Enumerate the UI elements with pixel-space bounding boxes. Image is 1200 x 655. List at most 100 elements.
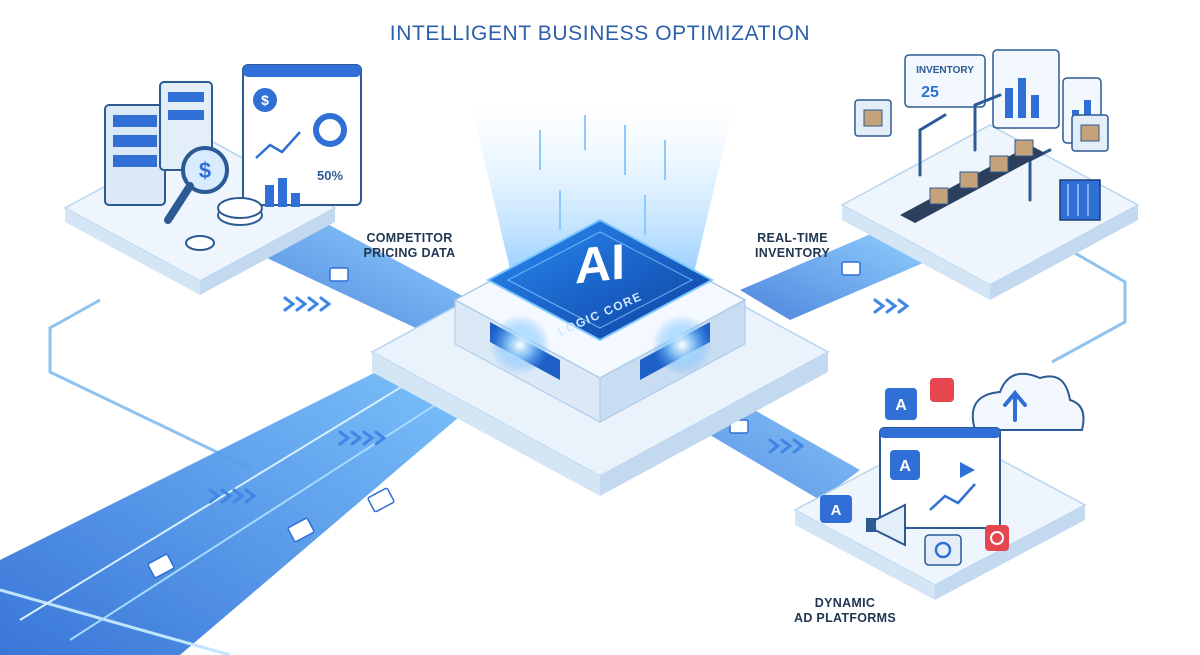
screen-titlebar bbox=[243, 65, 361, 77]
icon-tile bbox=[924, 534, 962, 566]
core-platform bbox=[370, 218, 830, 496]
dollar-symbol: $ bbox=[261, 92, 269, 108]
ads-label-line2: AD PLATFORMS bbox=[794, 611, 896, 625]
cardboard-box bbox=[1080, 124, 1100, 142]
server-slot bbox=[113, 155, 157, 167]
percent-readout: 50% bbox=[317, 168, 343, 183]
doc-packet-icon bbox=[329, 267, 349, 282]
cardboard-box bbox=[929, 187, 949, 205]
dollar-coin-icon bbox=[253, 88, 277, 112]
competitor-pricing-node: $ $ 50% bbox=[63, 64, 362, 295]
cardboard-box bbox=[959, 171, 979, 189]
inventory-label-line2: INVENTORY bbox=[755, 246, 830, 260]
container bbox=[1059, 179, 1101, 221]
shipping-container-icon bbox=[1059, 179, 1101, 221]
coin bbox=[217, 197, 263, 219]
mini-bar bbox=[265, 185, 274, 207]
trend-line bbox=[929, 483, 976, 511]
mini-bar bbox=[278, 178, 287, 207]
ad-letter: A bbox=[899, 458, 911, 475]
doc-packet-icon bbox=[287, 517, 315, 543]
loop-left bbox=[48, 298, 251, 470]
ad-letter-tile bbox=[820, 495, 852, 523]
server-slot bbox=[113, 115, 157, 127]
beam-streaks bbox=[539, 115, 666, 235]
analytics-screen: $ 50% bbox=[242, 64, 362, 206]
chevron-right-icon bbox=[283, 296, 332, 312]
inventory-node: INVENTORY 25 bbox=[840, 49, 1140, 300]
node-platform-left bbox=[842, 205, 990, 300]
magnifier-icon: $ bbox=[164, 146, 229, 224]
stream-northwest bbox=[250, 220, 470, 330]
robot-arm bbox=[973, 93, 1002, 152]
share-icon bbox=[934, 541, 952, 559]
core-base-left bbox=[372, 352, 600, 496]
bar-chart-icon bbox=[265, 178, 300, 207]
data-packets bbox=[147, 261, 861, 579]
server-slot bbox=[168, 92, 204, 102]
server-slot bbox=[168, 110, 204, 120]
cardboard-box bbox=[863, 109, 883, 127]
stream-northeast bbox=[740, 230, 930, 320]
chevron-right-icon bbox=[873, 298, 910, 314]
trend-line bbox=[255, 131, 301, 159]
ad-dashboard-screen: A bbox=[879, 427, 1001, 529]
up-arrow-icon bbox=[1003, 389, 1027, 422]
screen-titlebar bbox=[880, 428, 1000, 438]
screen-frame bbox=[904, 54, 986, 108]
ai-chip-inner-rim bbox=[506, 231, 694, 329]
competitor-label-line1: COMPETITOR bbox=[366, 231, 453, 245]
stream-line bbox=[69, 359, 506, 641]
server-slot bbox=[113, 135, 157, 147]
ad-tiles: A A bbox=[820, 378, 1009, 551]
ad-platforms-node: A A A bbox=[793, 372, 1087, 600]
coin-stack-icon bbox=[185, 197, 263, 251]
ad-letter-tile bbox=[885, 388, 917, 420]
stream-line bbox=[19, 344, 471, 621]
ad-letter: A bbox=[831, 502, 842, 519]
coin bbox=[185, 235, 215, 251]
megaphone-icon bbox=[866, 503, 906, 547]
mini-bar bbox=[291, 193, 300, 207]
notification-tile bbox=[930, 378, 954, 402]
social-icon bbox=[924, 534, 962, 566]
loop-right bbox=[1034, 228, 1127, 364]
cloud-upload-icon bbox=[971, 372, 1085, 431]
inventory-screen-label: INVENTORY bbox=[916, 65, 974, 76]
magnifier-lens bbox=[181, 146, 229, 194]
port-glow bbox=[490, 315, 550, 375]
inventory-label-line1: REAL-TIME bbox=[757, 231, 828, 245]
doc-packet-icon bbox=[841, 261, 861, 276]
core-base-right bbox=[600, 352, 828, 496]
dollar-symbol: $ bbox=[199, 158, 211, 183]
ad-letter-tile bbox=[890, 450, 920, 480]
node-platform-left bbox=[795, 510, 935, 600]
ad-letter: A bbox=[895, 397, 907, 414]
stream-southwest bbox=[0, 330, 520, 655]
doc-packet-icon bbox=[147, 553, 175, 579]
cloud bbox=[971, 372, 1085, 431]
node-platform-left bbox=[65, 208, 200, 295]
mini-bar bbox=[1018, 78, 1026, 118]
megaphone-handle bbox=[866, 518, 876, 532]
core-light-beam bbox=[470, 100, 735, 290]
chevron-right-icon bbox=[208, 488, 257, 504]
conveyor-belt-icon bbox=[900, 139, 1045, 223]
chevron-right-icon bbox=[768, 438, 805, 454]
data-streams bbox=[0, 220, 930, 655]
play-icon bbox=[960, 462, 975, 478]
diagram-title: INTELLIGENT BUSINESS OPTIMIZATION bbox=[389, 22, 811, 45]
magnifier-handle bbox=[164, 182, 194, 224]
ads-label-line1: DYNAMIC bbox=[814, 596, 876, 610]
competitor-label-line2: PRICING DATA bbox=[363, 246, 456, 260]
inventory-screen: INVENTORY 25 bbox=[904, 54, 986, 108]
target-icon bbox=[990, 531, 1004, 545]
stream-line bbox=[0, 588, 231, 655]
node-platform-right bbox=[200, 208, 335, 295]
ai-chip-label: AI bbox=[575, 233, 625, 294]
flow-arrows bbox=[208, 296, 910, 504]
node-platform-right bbox=[935, 505, 1085, 600]
port-glow bbox=[652, 315, 712, 375]
